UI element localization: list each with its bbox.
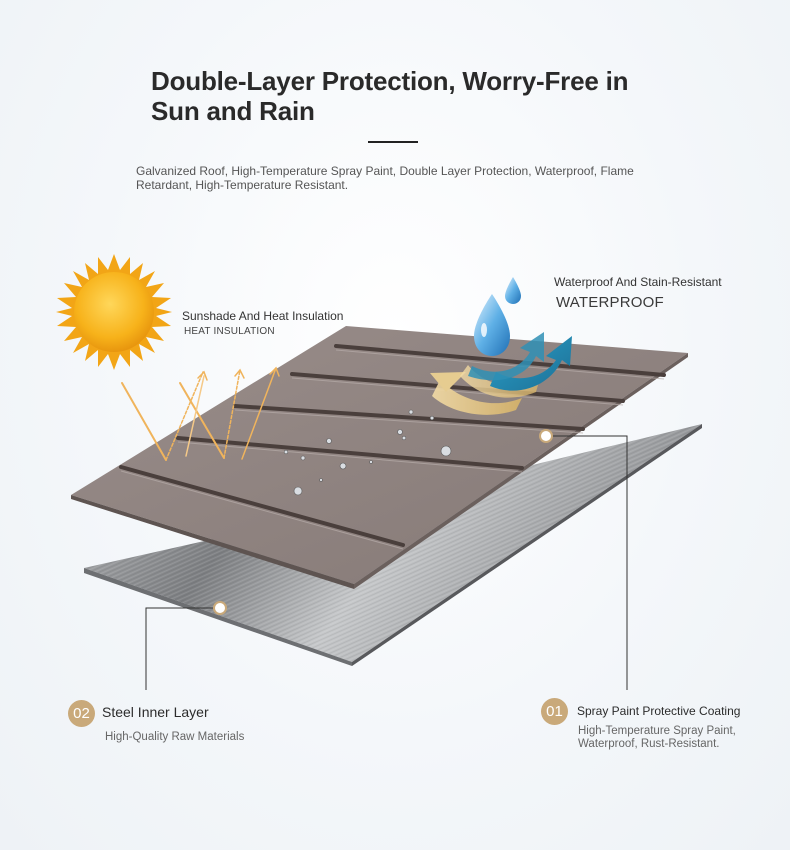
panel-grooves bbox=[119, 344, 666, 547]
title-underline bbox=[368, 141, 418, 143]
water-callout-tag: WATERPROOF bbox=[556, 294, 664, 311]
layer-number-badge: 01 bbox=[541, 698, 568, 725]
coating-callout-dot bbox=[539, 429, 553, 443]
water-callout-title: Waterproof And Stain-Resistant bbox=[554, 275, 722, 289]
deflect-arrows bbox=[430, 332, 572, 415]
page-title: Double-Layer Protection, Worry-Free in S… bbox=[151, 66, 629, 126]
page-subtitle: Galvanized Roof, High-Temperature Spray … bbox=[136, 164, 634, 192]
sun-icon bbox=[56, 254, 172, 370]
callout-lines bbox=[145, 435, 628, 690]
water-drop-icon bbox=[474, 277, 521, 356]
heat-callout-title: Sunshade And Heat Insulation bbox=[182, 309, 344, 323]
heat-callout-tag: HEAT INSULATION bbox=[184, 326, 275, 337]
heat-rays bbox=[121, 366, 280, 461]
steel-layer-name: Steel Inner Layer bbox=[102, 704, 209, 720]
surface-droplets bbox=[283, 409, 452, 496]
coating-layer-description: High-Temperature Spray Paint, Waterproof… bbox=[578, 725, 736, 750]
steel-callout-dot bbox=[213, 601, 227, 615]
layer-number-badge: 02 bbox=[68, 700, 95, 727]
coating-layer-name: Spray Paint Protective Coating bbox=[577, 704, 741, 718]
steel-layer-description: High-Quality Raw Materials bbox=[105, 731, 245, 743]
